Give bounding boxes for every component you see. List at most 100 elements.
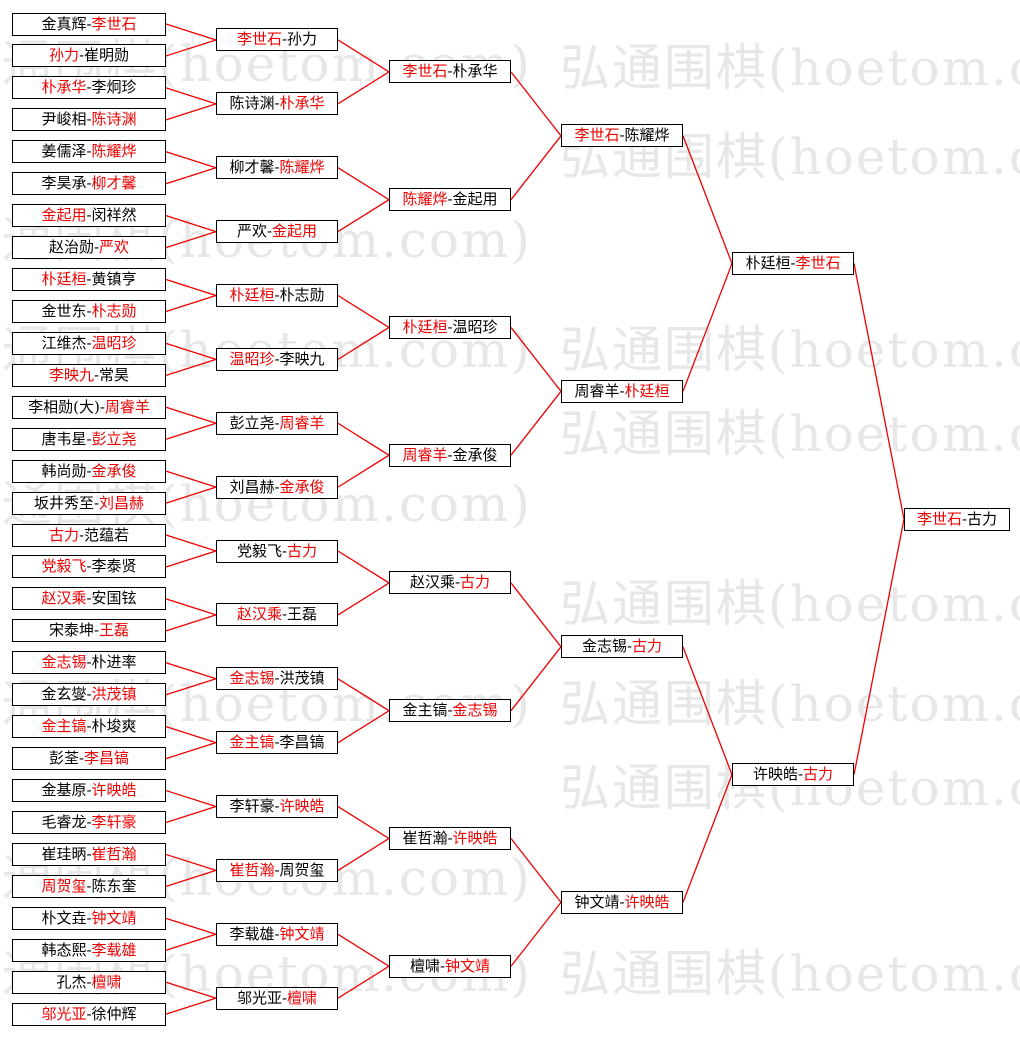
player-left: 金真辉 <box>41 14 87 33</box>
separator: - <box>86 333 92 352</box>
separator: - <box>86 717 92 736</box>
connector-line <box>853 263 905 520</box>
separator: - <box>86 653 92 672</box>
connector-line <box>165 853 217 872</box>
connector-line <box>682 135 733 264</box>
player-right: 朴埈爽 <box>91 717 137 736</box>
connector-line <box>165 278 217 297</box>
player-right: 陈耀烨 <box>91 142 137 161</box>
player-right: 徐仲辉 <box>91 1004 137 1023</box>
match-box-round-2: 严欢-金起用 <box>216 220 338 244</box>
connector-line <box>337 454 390 488</box>
match-box-round-1: 李映九-常昊 <box>12 363 166 387</box>
player-right: 崔哲瀚 <box>91 844 137 863</box>
player-left: 李轩豪 <box>229 797 275 816</box>
player-right: 钟文靖 <box>91 908 137 927</box>
separator: - <box>281 541 288 560</box>
separator: - <box>78 525 85 544</box>
separator: - <box>86 174 92 193</box>
connector-line <box>337 39 390 73</box>
connector-line <box>510 582 562 648</box>
connector-line <box>510 71 562 137</box>
connector-line <box>337 678 390 712</box>
connector-line <box>165 742 217 760</box>
player-left: 金起用 <box>41 206 87 225</box>
match-box-round-4: 周睿羊-朴廷桓 <box>561 379 683 403</box>
player-right: 周睿羊 <box>104 397 150 416</box>
connector-line <box>165 151 217 169</box>
player-left: 周睿羊 <box>402 445 448 464</box>
separator: - <box>274 285 280 304</box>
player-left: 赵汉乘 <box>41 589 87 608</box>
connector-line <box>510 390 562 456</box>
player-left: 唐韦星 <box>41 429 87 448</box>
player-right: 檀啸 <box>287 988 318 1007</box>
separator: - <box>274 477 280 496</box>
separator: - <box>86 270 92 289</box>
separator: - <box>93 238 100 257</box>
player-left: 周睿羊 <box>574 381 620 400</box>
connector-line <box>165 23 217 41</box>
connector-line <box>682 774 733 903</box>
match-box-round-1: 毛睿龙-李轩豪 <box>12 811 166 834</box>
separator: - <box>447 190 453 209</box>
connector-line <box>337 550 390 584</box>
separator: - <box>86 206 92 225</box>
player-left: 彭立尧 <box>229 413 275 432</box>
separator: - <box>447 701 453 720</box>
match-box-round-1: 朴承华-李炯珍 <box>12 76 166 100</box>
connector-line <box>165 933 217 951</box>
separator: - <box>447 445 453 464</box>
separator: - <box>86 781 92 800</box>
player-left: 陈耀烨 <box>402 190 448 209</box>
player-right: 周贺玺 <box>279 860 325 879</box>
match-box-round-3: 李世石-朴承华 <box>389 60 511 84</box>
separator: - <box>281 988 288 1007</box>
match-box-round-2: 赵汉乘-王磊 <box>216 603 338 627</box>
match-box-round-2: 李轩豪-许映皓 <box>216 795 338 819</box>
player-right: 陈耀烨 <box>279 158 325 177</box>
player-right: 古力 <box>803 765 834 784</box>
player-right: 李载雄 <box>91 940 137 959</box>
separator: - <box>281 605 288 624</box>
player-right: 彭立尧 <box>91 429 137 448</box>
match-box-round-4: 李世石-陈耀烨 <box>561 124 683 148</box>
player-right: 崔明勋 <box>84 46 130 65</box>
player-left: 金志锡 <box>581 637 627 656</box>
connector-line <box>337 71 390 105</box>
match-box-round-1: 唐韦星-彭立尧 <box>12 427 166 451</box>
player-right: 钟文靖 <box>445 956 491 975</box>
player-left: 金主镐 <box>41 717 87 736</box>
match-box-round-1: 朴廷桓-黄镇亨 <box>12 268 166 292</box>
separator: - <box>86 940 92 959</box>
match-box-round-1: 金起用-闵祥然 <box>12 204 166 228</box>
separator: - <box>86 876 92 895</box>
separator: - <box>274 669 280 688</box>
player-right: 李昌镐 <box>84 749 130 768</box>
match-box-round-1: 金基原-许映皓 <box>12 779 166 803</box>
player-right: 闵祥然 <box>91 206 137 225</box>
player-right: 黄镇亨 <box>91 270 137 289</box>
player-right: 李昌镐 <box>279 733 325 752</box>
separator: - <box>447 317 453 336</box>
connector-line <box>165 39 217 57</box>
connector-line <box>510 838 562 903</box>
player-left: 宋泰坤 <box>48 621 94 640</box>
player-left: 柳才馨 <box>229 158 275 177</box>
player-right: 安国铉 <box>91 589 137 608</box>
match-box-round-5: 朴廷桓-李世石 <box>732 252 854 276</box>
match-box-round-2: 彭立尧-周睿羊 <box>216 411 338 435</box>
player-right: 钟文靖 <box>279 924 325 943</box>
connector-line <box>165 726 217 744</box>
match-box-round-2: 陈诗渊-朴承华 <box>216 92 338 116</box>
connector-line <box>682 646 733 775</box>
player-right: 金志锡 <box>452 701 498 720</box>
match-box-round-3: 周睿羊-金承俊 <box>389 443 511 467</box>
player-left: 赵治勋 <box>48 238 94 257</box>
player-right: 严欢 <box>99 238 130 257</box>
separator: - <box>274 924 280 943</box>
connector-line <box>165 342 217 360</box>
player-left: 朴廷桓 <box>41 270 87 289</box>
player-left: 朴廷桓 <box>229 285 275 304</box>
player-left: 孔杰 <box>56 972 87 991</box>
